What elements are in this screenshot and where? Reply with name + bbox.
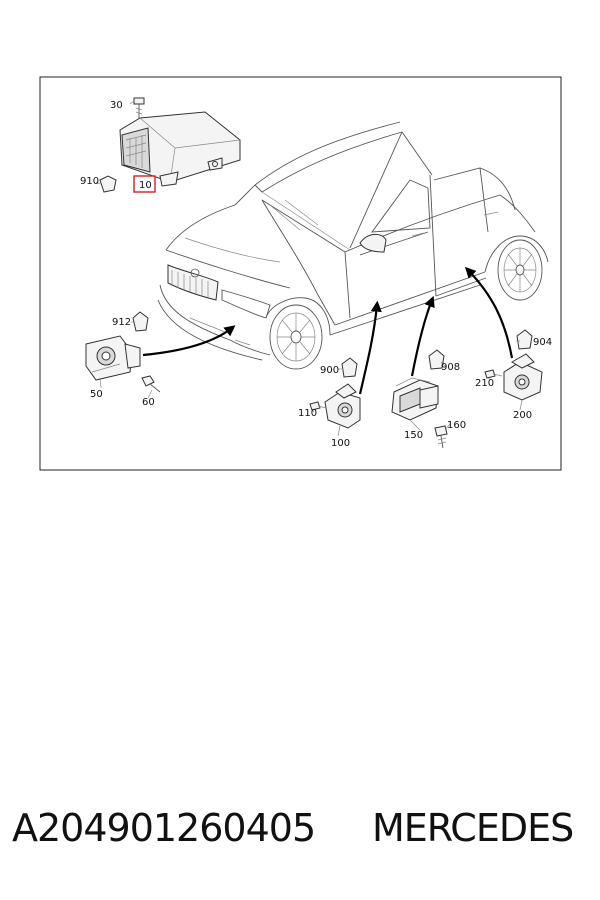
arrow-200 <box>464 266 514 359</box>
rear-wheel <box>484 235 549 301</box>
callout-110: 110 <box>298 408 317 419</box>
callout-912: 912 <box>112 317 131 328</box>
car-illustration <box>157 121 549 370</box>
side-sensor-200 <box>503 353 543 401</box>
callout-210: 210 <box>475 378 494 389</box>
callout-100: 100 <box>331 438 350 449</box>
screw-110 <box>309 401 327 411</box>
arrow-100 <box>358 300 382 395</box>
screw-60 <box>141 375 161 393</box>
callout-200: 200 <box>513 410 532 421</box>
callout-10: 10 <box>139 180 152 191</box>
connector-910 <box>99 175 117 193</box>
diagram-frame <box>39 76 562 471</box>
callout-910: 910 <box>80 176 99 187</box>
highlight-box-10 <box>133 175 156 193</box>
callout-908: 908 <box>441 362 460 373</box>
callout-160: 160 <box>447 420 466 431</box>
connector-904 <box>516 329 533 350</box>
connector-912 <box>132 311 149 332</box>
front-wheel <box>269 304 323 370</box>
connector-908 <box>428 349 445 370</box>
callout-60: 60 <box>142 397 155 408</box>
side-sensor-150 <box>391 377 439 421</box>
side-sensor-100 <box>324 383 361 429</box>
callout-30: 30 <box>110 100 123 111</box>
callout-150: 150 <box>404 430 423 441</box>
connector-900 <box>341 357 358 378</box>
callout-50: 50 <box>90 389 103 400</box>
screw-210 <box>484 369 503 379</box>
part-number: A204901260405 <box>12 806 316 850</box>
screw-160 <box>434 425 448 449</box>
screw-30 <box>133 97 145 118</box>
arrow-50 <box>142 325 236 357</box>
brand-name: MERCEDES <box>372 806 574 850</box>
front-crash-sensor-50 <box>85 335 141 381</box>
leader-lines <box>95 100 523 437</box>
airbag-control-unit <box>119 111 241 187</box>
arrow-150 <box>410 295 435 377</box>
bottom-caption: A204901260405 MERCEDES <box>0 806 600 862</box>
callout-904: 904 <box>533 337 552 348</box>
callout-900: 900 <box>320 365 339 376</box>
